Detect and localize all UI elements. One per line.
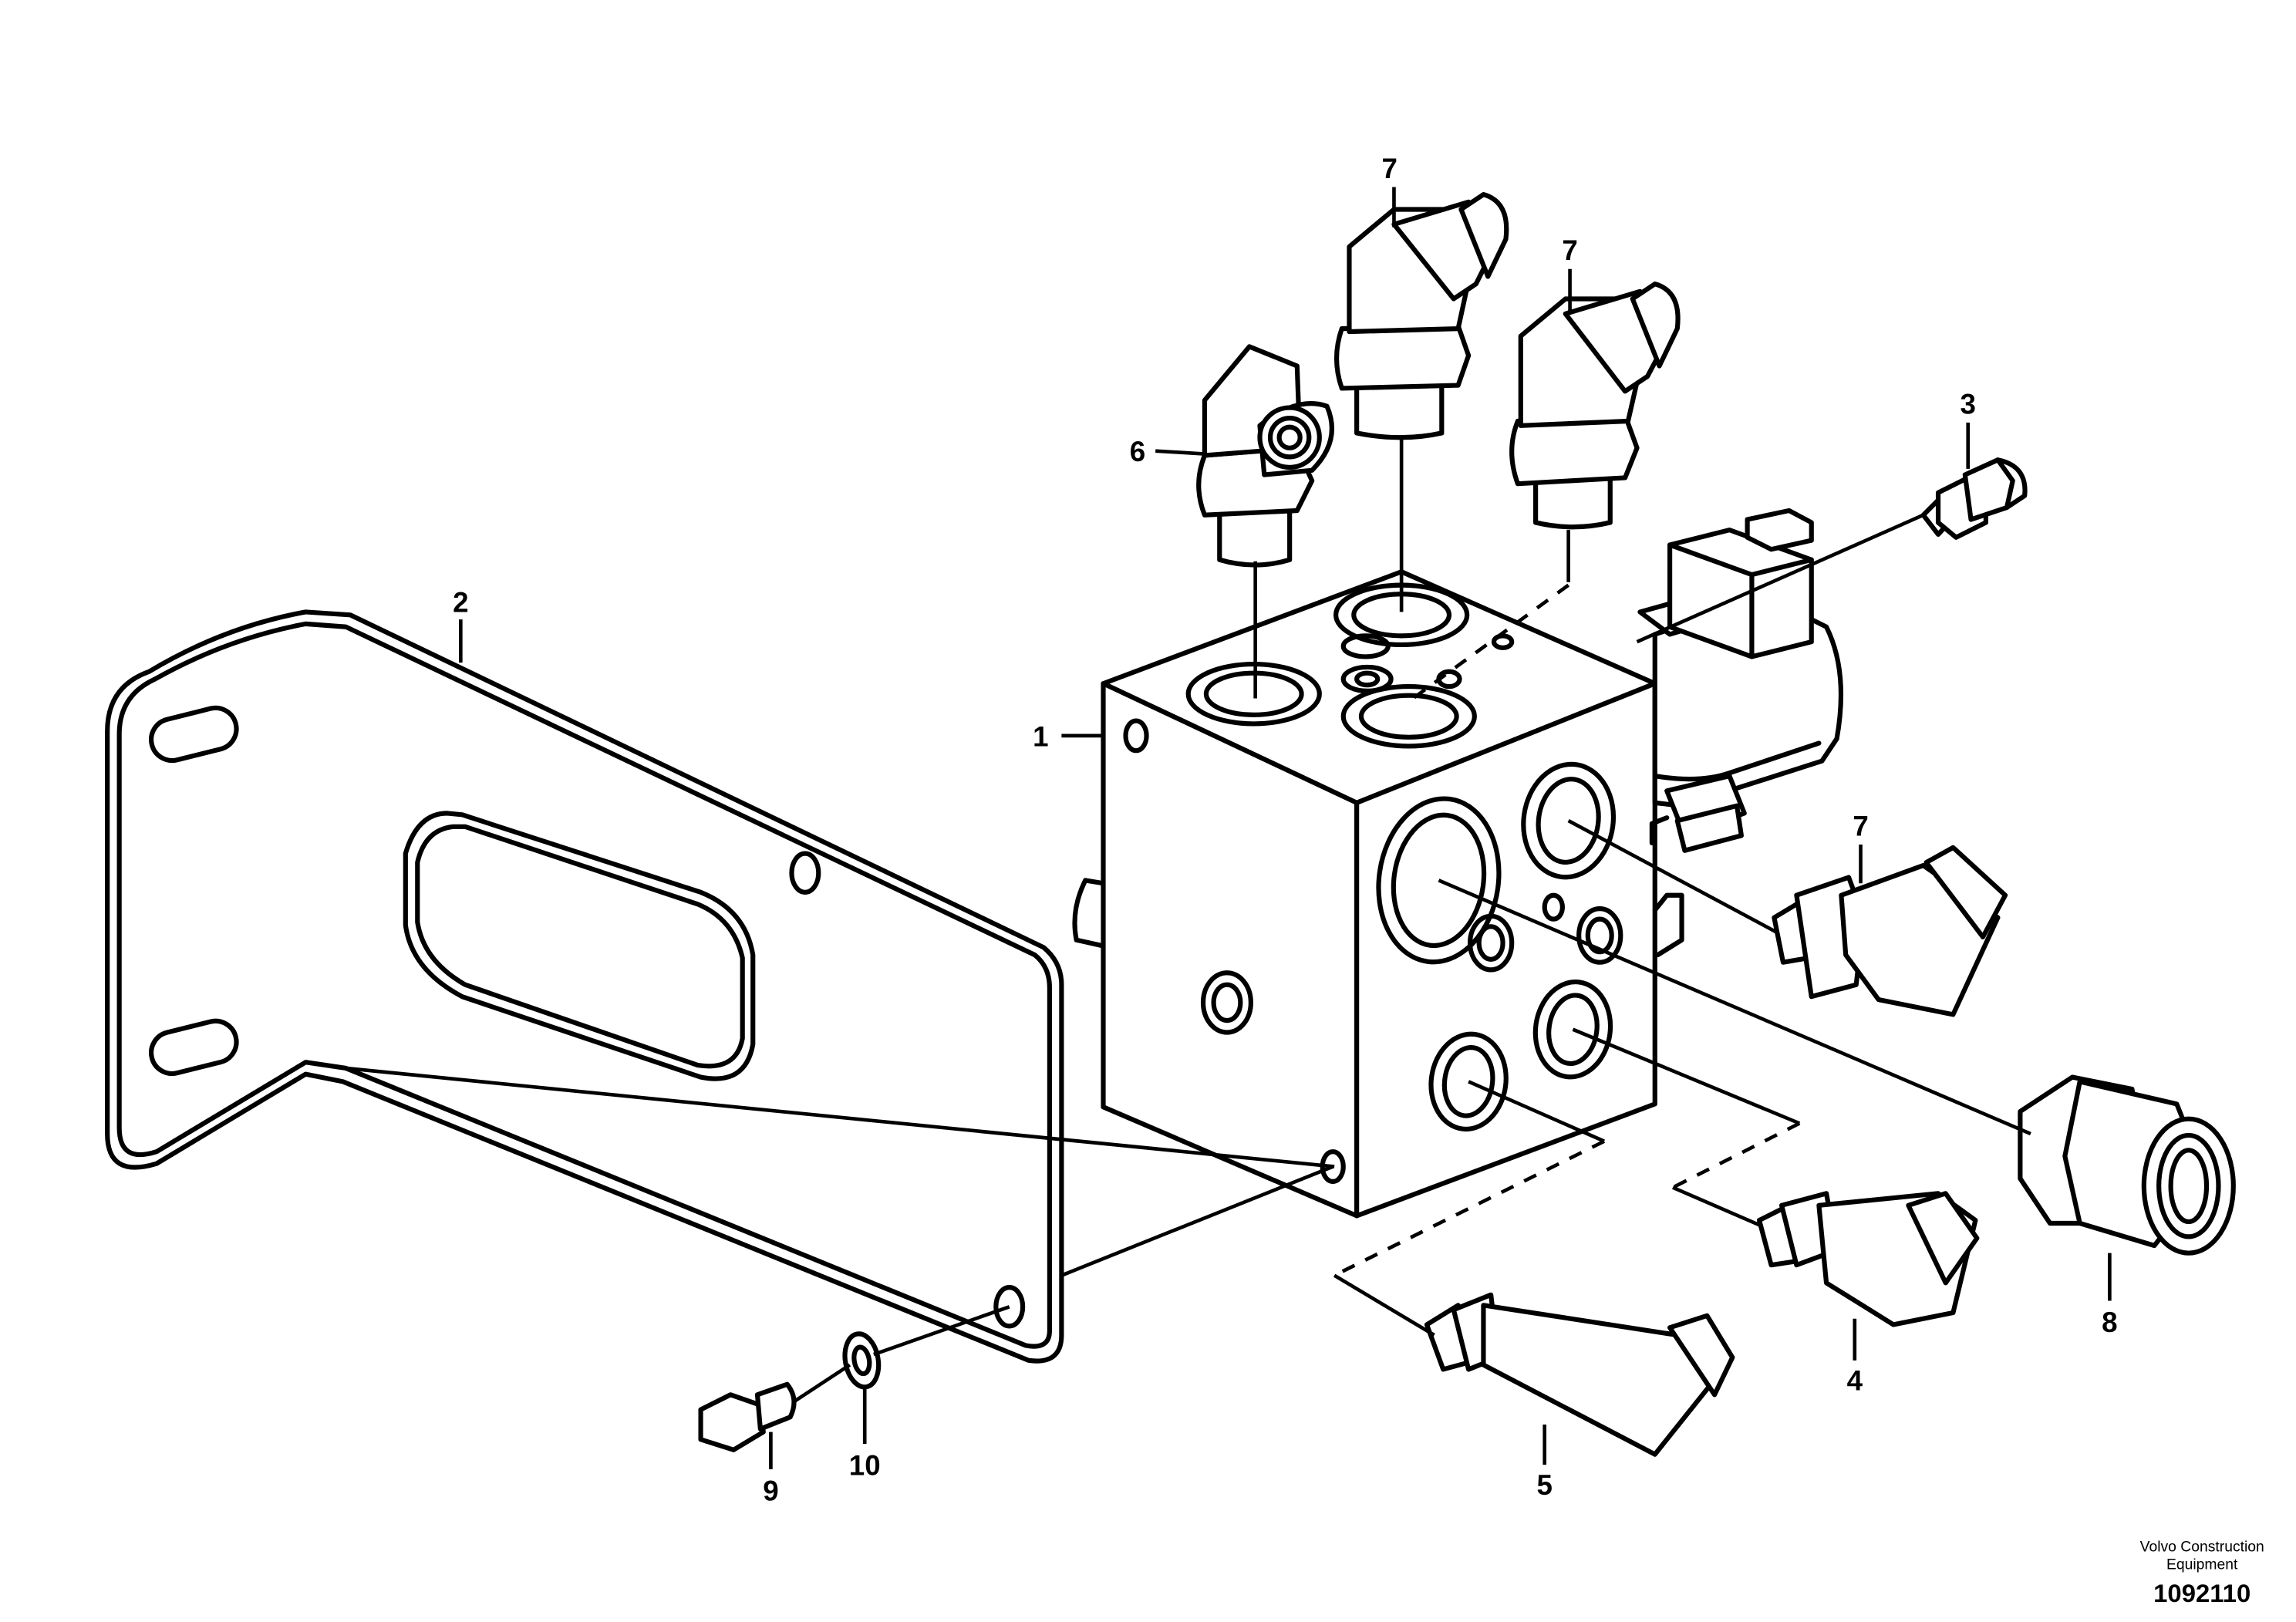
callout-7-top-right: 7 xyxy=(1562,234,1577,266)
elbow-fitting-part-7-right xyxy=(1772,845,2008,1017)
brand-line-2: Equipment xyxy=(2166,1556,2238,1573)
callout-numbers: 7 7 6 3 2 1 7 8 4 5 9 10 xyxy=(453,153,2117,1507)
mounting-bracket-part-2 xyxy=(105,609,1064,1364)
elbow-fitting-part-4 xyxy=(1756,1191,1980,1327)
callout-3: 3 xyxy=(1961,388,1976,420)
callout-9: 9 xyxy=(763,1475,778,1507)
callout-1: 1 xyxy=(1033,720,1048,752)
callout-4: 4 xyxy=(1847,1365,1863,1397)
bolt-part-9 xyxy=(698,1381,797,1452)
elbow-fitting-part-6 xyxy=(1196,344,1334,568)
valve-block-part-1 xyxy=(1072,569,1684,1219)
solenoid-actuator xyxy=(1637,508,1844,853)
elbow-fitting-part-7-top-left xyxy=(1334,192,1509,440)
callout-7-right: 7 xyxy=(1853,810,1868,841)
drawing-footer: Volvo Construction Equipment 1092110 xyxy=(2140,1539,2264,1607)
callout-5: 5 xyxy=(1536,1469,1552,1501)
plug-fitting-part-3 xyxy=(1920,457,2028,540)
drawing-number: 1092110 xyxy=(2153,1579,2250,1607)
adapter-fitting-part-8 xyxy=(2018,1074,2236,1256)
callout-8: 8 xyxy=(2102,1307,2117,1338)
assembly-lines xyxy=(346,187,2112,1469)
callout-2: 2 xyxy=(453,586,468,618)
elbow-fitting-part-5 xyxy=(1424,1292,1735,1457)
brand-line-1: Volvo Construction xyxy=(2140,1539,2264,1555)
washer-part-10 xyxy=(842,1331,882,1390)
callout-6: 6 xyxy=(1130,436,1145,467)
callout-10: 10 xyxy=(849,1450,881,1482)
callout-7-top-left: 7 xyxy=(1381,153,1397,184)
elbow-fitting-part-7-top-right xyxy=(1509,282,1681,530)
